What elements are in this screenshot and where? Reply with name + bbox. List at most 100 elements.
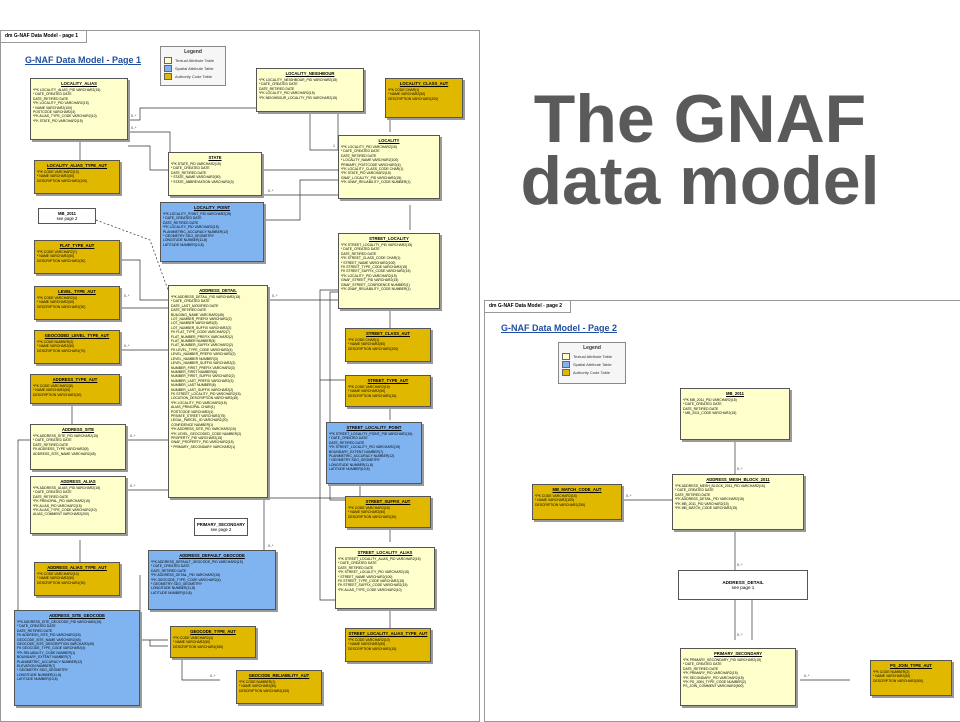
- cardinality-label: 0..*: [124, 294, 130, 298]
- entity-level-type-aut[interactable]: LEVEL_TYPE_AUT*PK CODE VARCHAR2(4)* NAME…: [34, 286, 120, 320]
- entity-field: BOUNDARY_EXTENT NUMBER(7): [17, 655, 72, 660]
- entity-geocoded-level-type-aut[interactable]: GEOCODED_LEVEL_TYPE_AUT*PK CODE NUMBER(2…: [34, 330, 120, 364]
- entity-address-alias[interactable]: ADDRESS_ALIAS*PK ADDRESS_ALIAS_PID VARCH…: [30, 476, 126, 534]
- entity-field: GEOCODE_SITE_NAME VARCHAR2(45): [17, 637, 81, 642]
- entity-field: * MB_2011_CODE VARCHAR2(15): [683, 411, 737, 416]
- entity-field: BUILDING_NAME VARCHAR2(45): [171, 312, 224, 317]
- entity-state[interactable]: STATE*PK STATE_PID VARCHAR2(15)* DATE_CR…: [168, 152, 262, 196]
- cardinality-label: 0..*: [737, 467, 743, 471]
- entity-title: STREET_LOCALITY_POINT: [346, 425, 402, 430]
- entity-address-site-geocode[interactable]: ADDRESS_SITE_GEOCODE*PK ADDRESS_SITE_GEO…: [14, 610, 140, 706]
- entity-field: *PK ADDRESS_SITE_GEOCODE_PID VARCHAR2(15…: [17, 620, 102, 624]
- entity-field: * STATE_ABBREVIATION VARCHAR2(3): [171, 179, 234, 184]
- entity-field: DATE_RETIRED DATE: [683, 406, 719, 411]
- entity-field: DATE_LAST_MODIFIED DATE: [171, 303, 219, 308]
- entity-fields: *PK ADDRESS_DETAIL_PID VARCHAR2(15)* DAT…: [169, 294, 267, 449]
- entity-street-locality-point[interactable]: STREET_LOCALITY_POINT*PK STREET_LOCALITY…: [326, 422, 422, 484]
- entity-street-locality-alias-type-aut[interactable]: STREET_LOCALITY_ALIAS_TYPE_AUT*PK CODE V…: [345, 628, 431, 662]
- entity-title: FLAT_TYPE_AUT: [59, 243, 95, 248]
- entity-field: PRIMARY_POSTCODE VARCHAR2(4): [341, 162, 401, 167]
- entity-field: FLAT_NUMBER_SUFFIX VARCHAR2(2): [171, 343, 233, 348]
- entity-field: *PK CODE NUMBER(2): [37, 340, 74, 344]
- entity-field: *FK LOCALITY_PID VARCHAR2(15): [171, 400, 227, 405]
- entity-fields: *PK CODE VARCHAR2(7)* NAME VARCHAR2(50) …: [35, 249, 119, 263]
- entity-field: *FK LOCALITY_PID VARCHAR2(15): [33, 101, 89, 106]
- entity-locality-point[interactable]: LOCALITY_POINT*PK LOCALITY_POINT_PID VAR…: [160, 202, 264, 262]
- entity-field: *FK ADDRESS_DETAIL_PID VARCHAR2(15): [675, 497, 745, 502]
- entity-title: PRIMARY_SECONDARY: [713, 651, 763, 656]
- entity-street-class-aut[interactable]: STREET_CLASS_AUT*PK CODE CHAR(1)* NAME V…: [345, 328, 431, 362]
- reference-name: PRIMARY_SECONDARY: [196, 522, 246, 527]
- entity-field: *PK CODE VARCHAR2(4): [173, 636, 213, 640]
- entity-street-type-aut[interactable]: STREET_TYPE_AUT*PK CODE VARCHAR2(15)* NA…: [345, 375, 431, 407]
- entity-title: LOCALITY_CLASS_AUT: [399, 81, 449, 86]
- entity-field: * LOCALITY_NAME VARCHAR2(100): [341, 158, 399, 163]
- entity-fields: *PK STREET_LOCALITY_POINT_PID VARCHAR2(1…: [327, 431, 421, 472]
- entity-mb-2011[interactable]: MB_2011*PK MB_2011_PID VARCHAR2(15)* DAT…: [680, 388, 790, 440]
- entity-field: * DATE_CREATED DATE: [683, 662, 722, 667]
- entity-fields: *PK CODE VARCHAR2(10)* NAME VARCHAR2(50)…: [346, 637, 430, 651]
- entity-field: * STREET_NAME VARCHAR2(100): [341, 260, 396, 265]
- entity-field: LEVEL_NUMBER NUMBER(3): [171, 356, 218, 361]
- entity-field: *FK LOCALITY_PID VARCHAR2(15): [341, 273, 397, 278]
- entity-field: LATITUDE NUMBER(10,8): [163, 242, 204, 247]
- cardinality-label: 0..*: [131, 126, 137, 130]
- entity-street-locality[interactable]: STREET_LOCALITY*PK STREET_LOCALITY_PID V…: [338, 233, 440, 309]
- entity-fields: *PK CODE VARCHAR2(8)* NAME VARCHAR2(50) …: [31, 383, 119, 397]
- entity-ps-join-type-aut[interactable]: PS_JOIN_TYPE_AUT*PK CODE NUMBER(2)* NAME…: [870, 660, 952, 696]
- entity-field: LONGITUDE NUMBER(11,8): [329, 462, 374, 467]
- entity-field: * NAME VARCHAR2(50): [37, 254, 75, 259]
- entity-geocode-reliability-aut[interactable]: GEOCODE_RELIABILITY_AUT*PK CODE NUMBER(1…: [236, 670, 322, 704]
- legend-label: Authority Code Table: [175, 74, 213, 79]
- entity-field: * DATE_CREATED DATE: [33, 490, 72, 495]
- entity-fields: *PK ADDRESS_SITE_PID VARCHAR2(15)* DATE_…: [31, 433, 125, 456]
- entity-address-site[interactable]: ADDRESS_SITE*PK ADDRESS_SITE_PID VARCHAR…: [30, 424, 126, 470]
- entity-field: *FK RELIABILITY_CODE NUMBER(1): [17, 650, 76, 655]
- entity-field: FLAT_NUMBER_PREFIX VARCHAR2(2): [171, 334, 234, 339]
- entity-field: GNAF_STREET_CONFIDENCE NUMBER(1): [341, 282, 410, 287]
- entity-locality-class-aut[interactable]: LOCALITY_CLASS_AUT*PK CODE CHAR(1)* NAME…: [385, 78, 463, 118]
- textual-swatch: [562, 353, 570, 360]
- entity-field: *FK LOCALITY_PID VARCHAR2(15): [259, 91, 315, 96]
- entity-field: ALIAS_PRINCIPAL CHAR(1): [171, 405, 215, 410]
- entity-field: *FK MB_MATCH_CODE VARCHAR2(15): [675, 506, 738, 511]
- entity-address-mesh-block-2011[interactable]: ADDRESS_MESH_BLOCK_2011*PK ADDRESS_MESH_…: [672, 474, 804, 530]
- entity-field: *PK CODE VARCHAR2(10): [37, 572, 79, 576]
- entity-address-alias-type-aut[interactable]: ADDRESS_ALIAS_TYPE_AUT*PK CODE VARCHAR2(…: [34, 562, 120, 596]
- entity-field: DATE_RETIRED DATE: [163, 220, 199, 225]
- entity-address-default-geocode[interactable]: ADDRESS_DEFAULT_GEOCODE*PK ADDRESS_DEFAU…: [148, 550, 276, 610]
- page1-tab: dm G-NAF Data Model - page 1: [1, 31, 88, 43]
- entity-geocode-type-aut[interactable]: GEOCODE_TYPE_AUT*PK CODE VARCHAR2(4)* NA…: [170, 626, 256, 658]
- entity-field: DESCRIPTION VARCHAR2(200): [388, 96, 439, 101]
- entity-street-locality-alias[interactable]: STREET_LOCALITY_ALIAS*PK STREET_LOCALITY…: [335, 547, 435, 609]
- entity-locality-alias-type-aut[interactable]: LOCALITY_ALIAS_TYPE_AUT*PK CODE VARCHAR2…: [34, 160, 120, 194]
- entity-fields: *PK STATE_PID VARCHAR2(15)* DATE_CREATED…: [169, 161, 261, 184]
- entity-title: ADDRESS_MESH_BLOCK_2011: [706, 477, 770, 482]
- entity-field: * DATE_CREATED DATE: [341, 247, 380, 252]
- entity-field: DESCRIPTION VARCHAR2(100): [37, 178, 88, 183]
- entity-field: DESCRIPTION VARCHAR2(500): [873, 678, 924, 683]
- entity-locality[interactable]: LOCALITY*PK LOCALITY_PID VARCHAR2(15)* D…: [338, 135, 440, 199]
- entity-locality-alias[interactable]: LOCALITY_ALIAS*PK LOCALITY_ALIAS_PID VAR…: [30, 78, 128, 140]
- entity-fields: *PK ADDRESS_DEFAULT_GEOCODE_PID VARCHAR2…: [149, 559, 275, 595]
- entity-field: CONFIDENCE NUMBER(1): [171, 422, 214, 427]
- entity-locality-neighbour[interactable]: LOCALITY_NEIGHBOUR*PK LOCALITY_NEIGHBOUR…: [256, 68, 364, 112]
- entity-mb-match-code-aut[interactable]: MB_MATCH_CODE_AUT*PK CODE VARCHAR2(15)* …: [532, 484, 622, 520]
- entity-field: *FK STREET_CLASS_CODE CHAR(1): [341, 256, 401, 261]
- entity-field: LEGAL_PARCEL_ID VARCHAR2(20): [171, 418, 228, 423]
- entity-primary-secondary[interactable]: PRIMARY_SECONDARY*PK PRIMARY_SECONDARY_P…: [680, 648, 796, 706]
- entity-address-type-aut[interactable]: ADDRESS_TYPE_AUT*PK CODE VARCHAR2(8)* NA…: [30, 374, 120, 404]
- entity-flat-type-aut[interactable]: FLAT_TYPE_AUT*PK CODE VARCHAR2(7)* NAME …: [34, 240, 120, 274]
- entity-field: *PK CODE VARCHAR2(7): [37, 250, 77, 254]
- page2-legend: Legend Textual Attribute Table Spatial A…: [558, 342, 626, 384]
- entity-field: *FK STREET_LOCALITY_PID VARCHAR2(15): [329, 445, 400, 450]
- entity-field: FK ADDRESS_TYPE VARCHAR2(8): [33, 447, 89, 452]
- entity-field: DESCRIPTION VARCHAR2(250): [173, 644, 224, 649]
- cardinality-label: 0..*: [210, 674, 216, 678]
- entity-address-detail[interactable]: ADDRESS_DETAIL*PK ADDRESS_DETAIL_PID VAR…: [168, 285, 268, 498]
- entity-field: * NAME VARCHAR2(50): [873, 674, 911, 679]
- entity-street-suffix-aut[interactable]: STREET_SUFFIX_AUT*PK CODE VARCHAR2(15)* …: [345, 496, 431, 528]
